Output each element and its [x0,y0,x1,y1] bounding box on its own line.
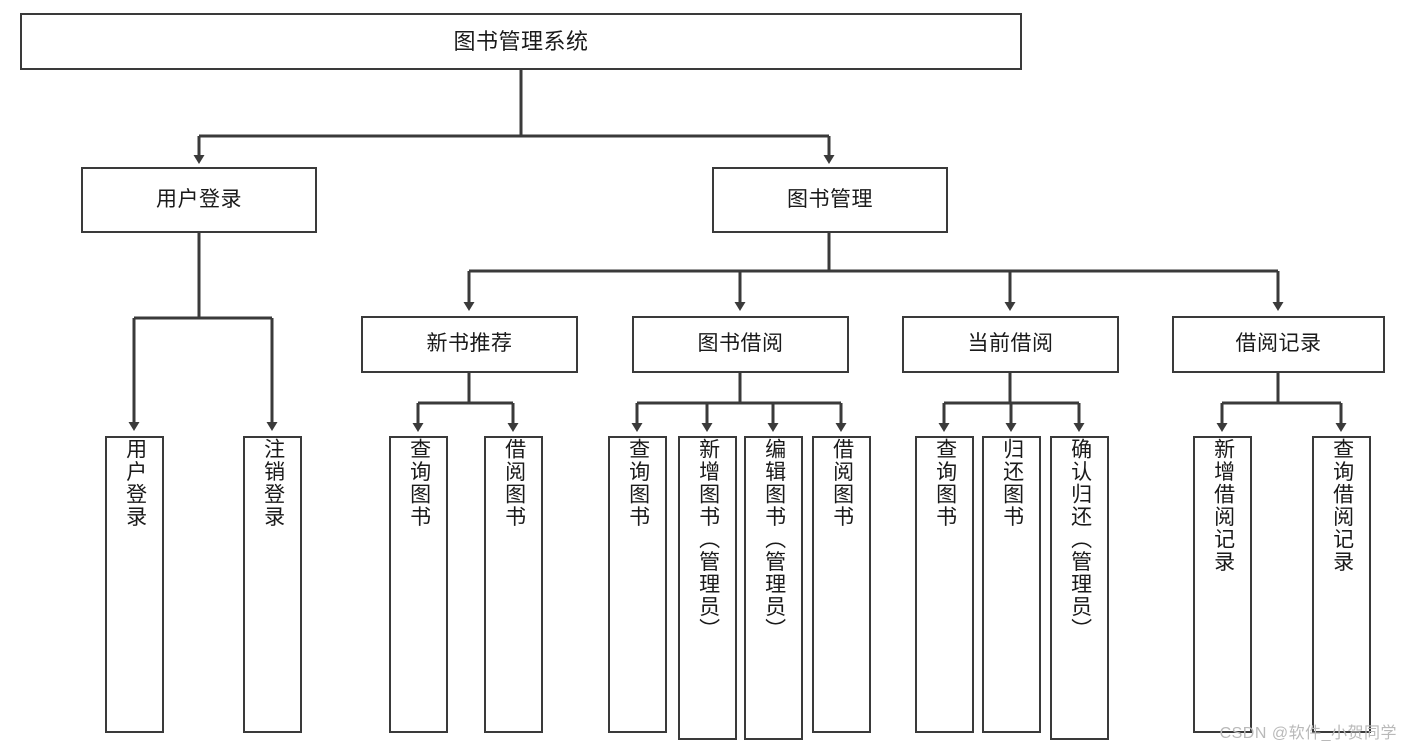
leaf-current-confirm-return-label: 确认归还（管理员） [1068,438,1092,641]
watermark: CSDN @软件_小贺同学 [1219,725,1397,742]
leaf-current-return-book-label: 归还图书 [1000,438,1024,528]
leaf-borrow-edit-book-label: 编辑图书（管理员） [762,438,786,641]
node-new-book-recommend-label: 新书推荐 [426,332,513,356]
node-current-borrow-label: 当前借阅 [967,332,1054,356]
leaf-borrow-query-book[interactable]: 查询图书 [608,436,667,733]
leaf-user-login-signin[interactable]: 用户登录 [105,436,164,733]
leaf-record-query-record[interactable]: 查询借阅记录 [1312,436,1371,733]
node-new-book-recommend[interactable]: 新书推荐 [361,316,578,373]
leaf-current-query-book-label: 查询图书 [933,438,957,528]
leaf-current-return-book[interactable]: 归还图书 [982,436,1041,733]
node-borrow-record[interactable]: 借阅记录 [1172,316,1385,373]
leaf-recommend-borrow-book[interactable]: 借阅图书 [484,436,543,733]
node-user-login-label: 用户登录 [156,187,242,211]
node-user-login[interactable]: 用户登录 [81,167,317,233]
leaf-borrow-query-book-label: 查询图书 [626,438,650,528]
node-book-borrow[interactable]: 图书借阅 [632,316,849,373]
leaf-recommend-query-book-label: 查询图书 [407,438,431,528]
node-book-borrow-label: 图书借阅 [697,332,784,356]
leaf-current-query-book[interactable]: 查询图书 [915,436,974,733]
leaf-user-login-signout[interactable]: 注销登录 [243,436,302,733]
node-root-label: 图书管理系统 [453,28,589,54]
leaf-record-add-record[interactable]: 新增借阅记录 [1193,436,1252,733]
leaf-borrow-borrow-book-label: 借阅图书 [830,438,854,528]
leaf-user-login-signout-label: 注销登录 [261,438,285,528]
leaf-recommend-borrow-book-label: 借阅图书 [502,438,526,528]
node-borrow-record-label: 借阅记录 [1235,332,1322,356]
node-book-management[interactable]: 图书管理 [712,167,948,233]
leaf-borrow-add-book-label: 新增图书（管理员） [696,438,720,641]
leaf-borrow-borrow-book[interactable]: 借阅图书 [812,436,871,733]
leaf-recommend-query-book[interactable]: 查询图书 [389,436,448,733]
node-book-management-label: 图书管理 [787,187,873,211]
node-current-borrow[interactable]: 当前借阅 [902,316,1119,373]
leaf-record-query-record-label: 查询借阅记录 [1330,438,1354,573]
leaf-borrow-add-book[interactable]: 新增图书（管理员） [678,436,737,740]
leaf-current-confirm-return[interactable]: 确认归还（管理员） [1050,436,1109,740]
leaf-user-login-signin-label: 用户登录 [123,438,147,528]
leaf-record-add-record-label: 新增借阅记录 [1211,438,1235,573]
node-root[interactable]: 图书管理系统 [20,13,1022,70]
leaf-borrow-edit-book[interactable]: 编辑图书（管理员） [744,436,803,740]
